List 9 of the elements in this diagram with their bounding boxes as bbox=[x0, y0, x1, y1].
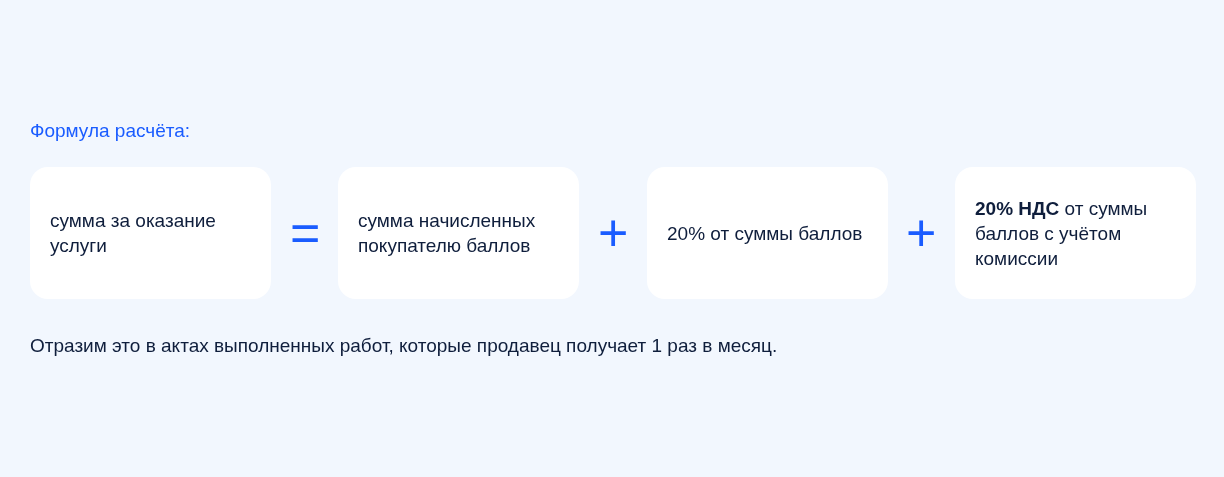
term-text: сумма начисленных покупателю баллов bbox=[358, 209, 537, 258]
plus-sign: + bbox=[906, 216, 937, 250]
equals-sign: = bbox=[290, 216, 321, 250]
plus-sign: + bbox=[598, 216, 629, 250]
term-text: 20% от суммы баллов bbox=[667, 221, 864, 246]
formula-heading: Формула расчёта: bbox=[30, 120, 191, 142]
term-text: сумма за оказание услуги bbox=[50, 209, 217, 258]
term-text: 20% НДС от суммы баллов с учётом комиссии bbox=[975, 196, 1149, 271]
caption-text: Отразим это в актах выполненных работ, которые продавец получает 1 раз в месяц. bbox=[30, 335, 778, 357]
